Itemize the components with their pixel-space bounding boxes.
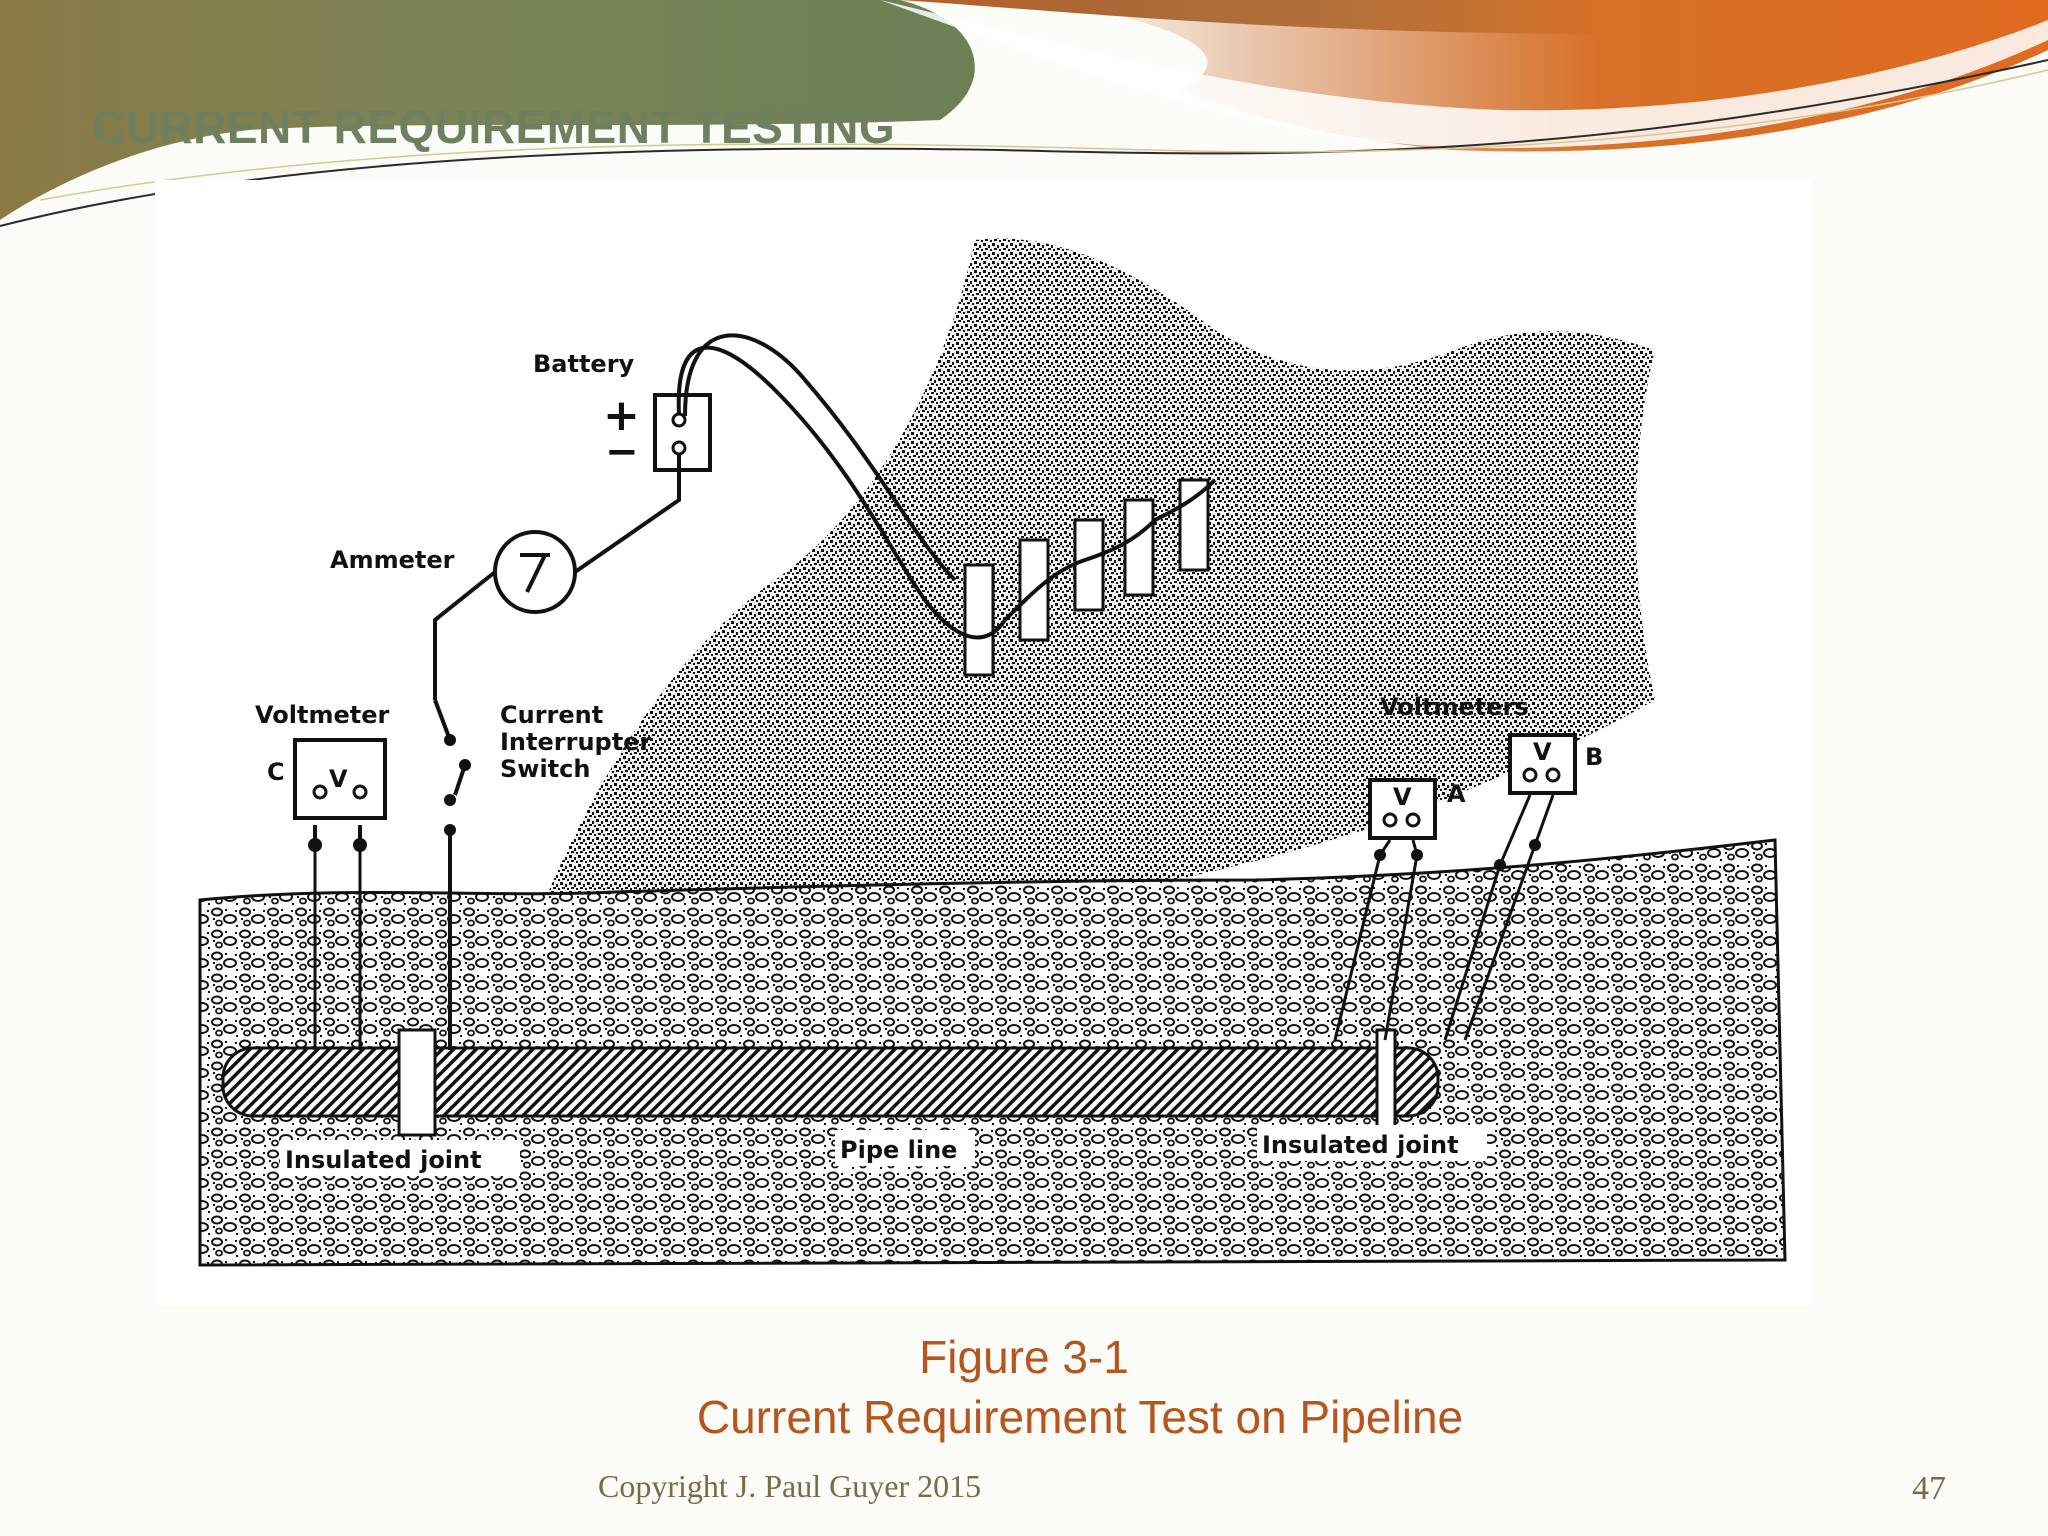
voltmeter-c-label: Voltmeter [255,701,389,729]
insulated-joint-left-label: Insulated joint [285,1146,482,1174]
insulated-joint-right-label: Insulated joint [1262,1131,1459,1159]
banner-line-2 [39,69,2048,201]
voltmeter-c-symbol: V [329,765,348,793]
figure-caption: Current Requirement Test on Pipeline [696,1391,1464,1443]
voltmeter-b-symbol: V [1533,738,1552,766]
battery-plus-label: + [603,390,640,441]
banner-left-band [0,0,975,220]
battery-box [653,393,712,472]
ammeter-label: Ammeter [330,546,455,574]
voltmeter-c-box [293,738,387,820]
interrupter-switch [433,699,467,1050]
voltmeter-a-letter: A [1447,780,1466,808]
switch-label-line3: Switch [500,755,590,783]
page-number: 47 [1912,1470,1946,1507]
insulated-joint-left-gap [397,1028,437,1137]
anode-wire-2 [683,333,957,582]
voltmeter-b-letter: B [1585,743,1603,771]
switch-label-line1: Current [500,701,603,729]
voltmeter-b-box [1508,733,1577,795]
pipeline [221,1046,1440,1118]
pipe-line-label: Pipe line [840,1136,957,1164]
banner-white-swoosh [880,0,2048,149]
header-banner [0,0,2048,227]
figure-panel: Battery + − Ammeter Voltmeter C V Curren… [155,180,1813,1305]
voltmeter-a-box [1368,778,1437,840]
banner-line-1 [0,59,2048,227]
insulated-joint-right-gap [1375,1028,1397,1137]
copyright-footer: Copyright J. Paul Guyer 2015 [598,1468,982,1504]
voltmeter-c-letter: C [267,758,285,786]
voltmeters-label: Voltmeters [1380,693,1529,721]
voltmeter-c-leads [313,845,362,1050]
battery-minus-label: − [605,429,639,475]
wire-ammeter-switch [433,570,497,700]
wire-battery-ammeter [573,454,681,574]
voltmeter-a-symbol: V [1393,783,1412,811]
anode-wire [676,345,1217,640]
figure-number: Figure 3-1 [919,1331,1129,1383]
switch-label-line2: Interrupter [500,728,651,756]
battery-label: Battery [533,350,635,378]
pipeline-test-diagram: Battery + − Ammeter Voltmeter C V Curren… [198,238,1787,1267]
slide-title: CURRENT REQUIREMENT TESTING [92,101,896,153]
